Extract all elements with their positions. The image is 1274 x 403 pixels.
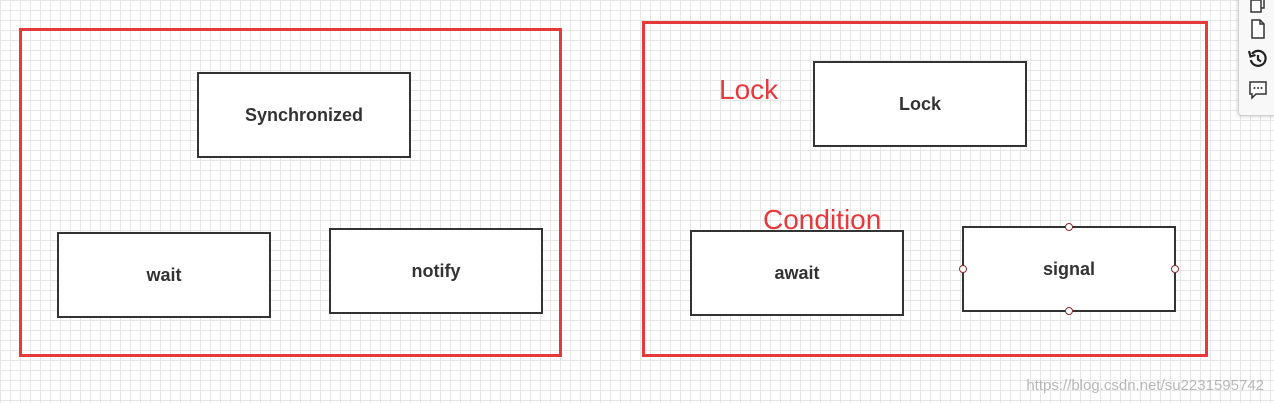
notify-node-label: notify xyxy=(411,260,461,281)
comment-icon[interactable] xyxy=(1247,79,1269,101)
signal-node[interactable]: signal xyxy=(962,226,1176,312)
synchronized-node[interactable]: Synchronized xyxy=(197,72,411,158)
condition-label: Condition xyxy=(763,204,882,235)
history-icon[interactable] xyxy=(1247,48,1269,70)
lock-label: Lock xyxy=(719,74,779,105)
watermark: https://blog.csdn.net/su2231595742 xyxy=(1026,377,1264,394)
signal-node-label: signal xyxy=(1042,258,1095,279)
copy-icon[interactable] xyxy=(1247,0,1269,17)
wait-node-label: wait xyxy=(146,264,182,285)
signal-handle-top[interactable] xyxy=(1065,223,1073,231)
await-node[interactable]: await xyxy=(690,230,904,316)
signal-handle-left[interactable] xyxy=(959,265,967,273)
await-node-label: await xyxy=(774,262,820,283)
synchronized-node-label: Synchronized xyxy=(244,104,364,125)
left-group-frame[interactable] xyxy=(19,28,562,357)
side-toolbar xyxy=(1238,0,1274,116)
page-icon[interactable] xyxy=(1247,18,1269,40)
lock-node[interactable]: Lock xyxy=(813,61,1027,147)
lock-node-label: Lock xyxy=(898,93,941,114)
signal-handle-right[interactable] xyxy=(1171,265,1179,273)
signal-handle-bottom[interactable] xyxy=(1065,307,1073,315)
right-group-frame[interactable] xyxy=(642,21,1208,357)
wait-node[interactable]: wait xyxy=(57,232,271,318)
notify-node[interactable]: notify xyxy=(329,228,543,314)
